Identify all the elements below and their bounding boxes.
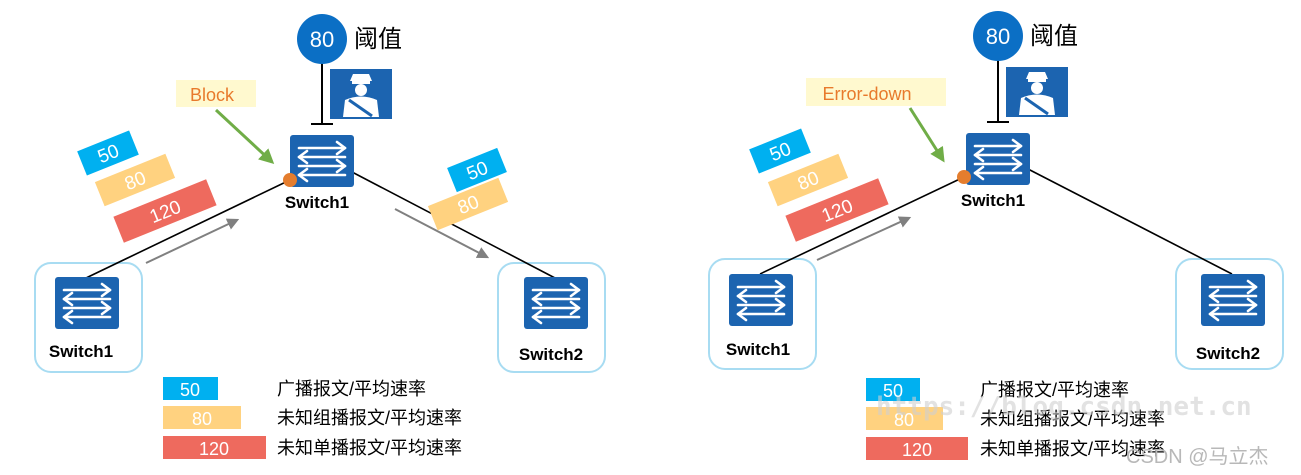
- port-dot: [957, 170, 971, 184]
- flow-arrow-out: [394, 208, 490, 259]
- threshold-badge: 80 阈值: [973, 11, 1078, 123]
- svg-text:50: 50: [180, 380, 200, 400]
- right-panel: 80 阈值 Switch1 Switch1 Switch2 Error-down…: [708, 11, 1284, 468]
- legend-item: 80 未知组播报文/平均速率: [163, 406, 462, 429]
- flow-arrow-in: [145, 218, 240, 264]
- legend-item: 120 未知单播报文/平均速率: [163, 436, 462, 459]
- watermark-url: https://blog.csdn.net.cn: [876, 392, 1252, 422]
- arrow-right-icon: [214, 108, 275, 165]
- svg-text:未知组播报文/平均速率: 未知组播报文/平均速率: [980, 409, 1165, 429]
- port-dot: [283, 173, 297, 187]
- link-left: [759, 176, 965, 275]
- switch-icon: [1199, 272, 1267, 328]
- guard-icon: [328, 67, 394, 121]
- switch1-center-label: Switch1: [961, 191, 1025, 210]
- switch1-box: [708, 258, 817, 370]
- tag-broadcast: 50: [749, 128, 811, 174]
- switch-icon: [964, 131, 1032, 187]
- threshold-badge: 80 阈值: [297, 14, 402, 125]
- switch2-label: Switch2: [519, 345, 583, 364]
- svg-text:120: 120: [902, 440, 932, 460]
- error-down-callout: Error-down: [822, 84, 911, 104]
- legend: 50 广播报文/平均速率 80 未知组播报文/平均速率 120 未知单播报文/平…: [163, 377, 462, 459]
- svg-text:120: 120: [199, 439, 229, 459]
- svg-text:未知组播报文/平均速率: 未知组播报文/平均速率: [277, 408, 462, 428]
- arrow-right-icon: [908, 107, 945, 163]
- link-left: [85, 179, 291, 279]
- switch-icon: [288, 133, 356, 189]
- switch1-left-label: Switch1: [49, 342, 113, 361]
- svg-text:80: 80: [192, 409, 212, 429]
- switch-icon: [727, 272, 795, 328]
- threshold-value: 80: [310, 27, 334, 52]
- legend-item: 50 广播报文/平均速率: [163, 377, 426, 400]
- guard-icon: [1004, 65, 1070, 119]
- threshold-value: 80: [986, 24, 1010, 49]
- svg-text:未知单播报文/平均速率: 未知单播报文/平均速率: [980, 439, 1165, 459]
- tag-broadcast: 50: [447, 147, 507, 193]
- switch1-box: [34, 262, 143, 373]
- legend-item: 120 未知单播报文/平均速率: [866, 437, 1165, 460]
- flow-arrow-in: [816, 216, 912, 261]
- legend-item: 50 广播报文/平均速率: [866, 378, 1129, 401]
- switch2-box: [1175, 258, 1284, 370]
- switch2-box: [497, 262, 606, 373]
- svg-text:广播报文/平均速率: 广播报文/平均速率: [277, 379, 426, 399]
- left-panel: 80 阈值 Switch1 Switch1 Switch2 Block 50: [34, 14, 606, 459]
- link-right: [351, 171, 556, 279]
- switch-icon: [53, 275, 121, 331]
- svg-text:未知单播报文/平均速率: 未知单播报文/平均速率: [277, 438, 462, 458]
- legend-item: 80 未知组播报文/平均速率: [866, 407, 1165, 430]
- threshold-label: 阈值: [1030, 23, 1078, 50]
- block-callout: Block: [190, 85, 235, 105]
- error-down-callout-bg: [806, 78, 946, 106]
- switch-icon: [522, 275, 590, 331]
- threshold-label: 阈值: [354, 26, 402, 53]
- switch2-label: Switch2: [1196, 344, 1260, 363]
- svg-text:80: 80: [894, 410, 914, 430]
- watermark-credit: CSDN @马立杰: [1126, 445, 1269, 468]
- svg-text:广播报文/平均速率: 广播报文/平均速率: [980, 380, 1129, 400]
- link-right: [1027, 168, 1233, 275]
- svg-text:50: 50: [883, 381, 903, 401]
- tag-broadcast: 50: [77, 130, 139, 176]
- switch1-left-label: Switch1: [726, 340, 790, 359]
- switch1-center-label: Switch1: [285, 193, 349, 212]
- block-callout-bg: [176, 80, 256, 107]
- legend: 50 广播报文/平均速率 80 未知组播报文/平均速率 120 未知单播报文/平…: [866, 378, 1165, 460]
